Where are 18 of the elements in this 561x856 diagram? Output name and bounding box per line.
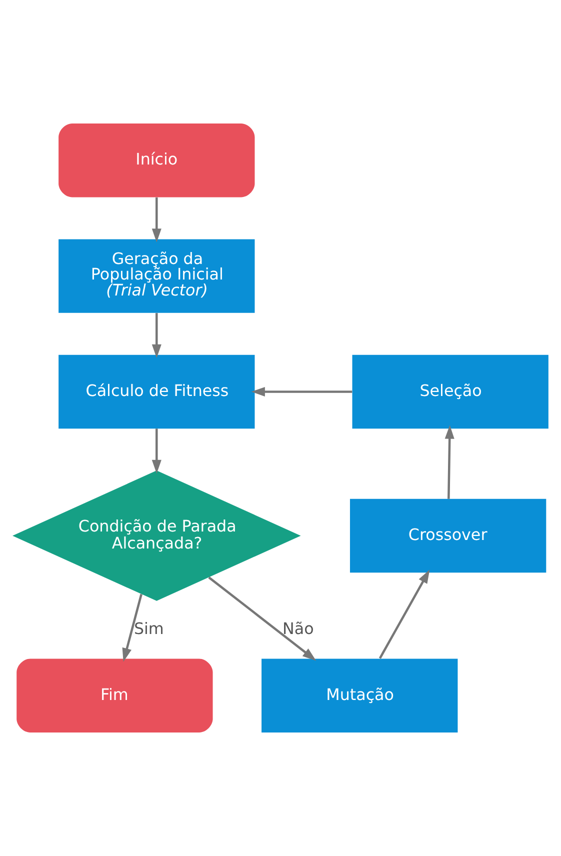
node-box: Cálculo de Fitness: [58, 354, 255, 429]
arrow: [122, 594, 142, 662]
arrow: [152, 197, 162, 242]
node-box: Início: [58, 124, 255, 198]
arrow: [208, 576, 316, 661]
edge-label: Sim: [134, 619, 164, 638]
arrow: [444, 425, 454, 499]
node-box: Mutação: [262, 658, 458, 732]
node-box: Crossover: [350, 498, 546, 573]
node-box: Seleção: [352, 354, 548, 429]
arrow: [378, 570, 430, 659]
arrow: [152, 313, 162, 358]
node-box: Geração da População Inicial (Trial Vector): [58, 239, 255, 313]
node-box: Fim: [16, 658, 213, 732]
node-diamond: Condição de Parada Alcançada?: [12, 470, 301, 601]
arrow: [251, 386, 352, 396]
arrow: [152, 428, 162, 474]
edge-label: Não: [282, 619, 314, 638]
